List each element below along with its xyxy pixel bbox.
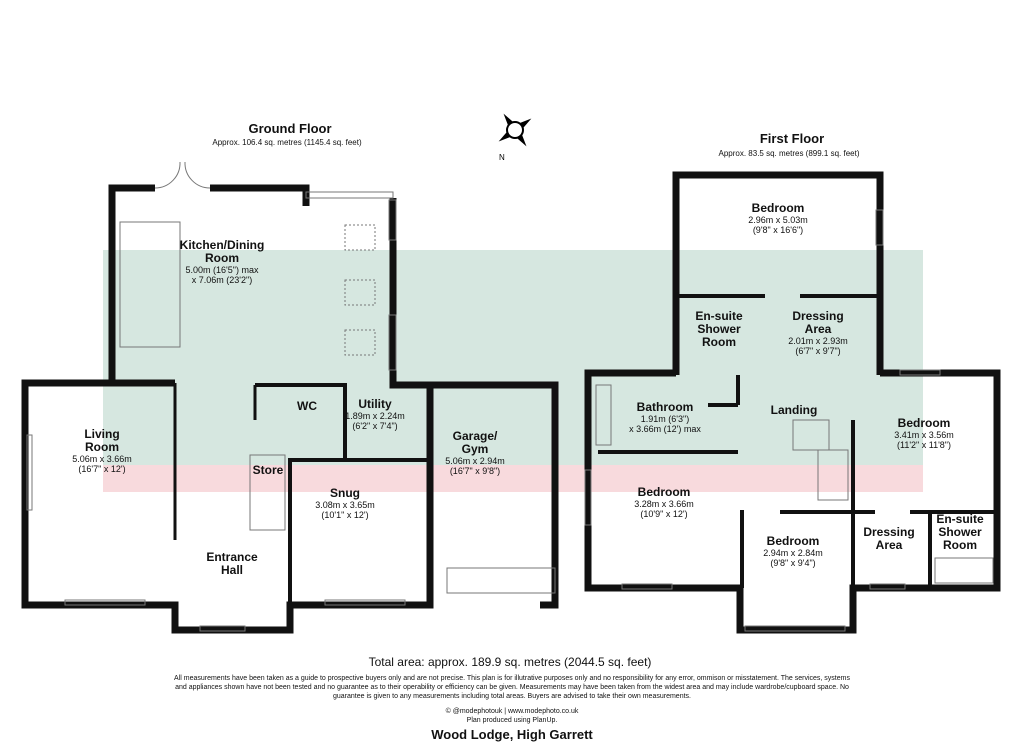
room-bedroom-small: Bedroom 2.94m x 2.84m (9'8" x 9'4") [763, 534, 823, 569]
room-bathroom: Bathroom 1.91m (6'3") x 3.66m (12') max [629, 400, 701, 435]
room-dims: x 3.66m (12') max [629, 424, 701, 434]
room-dims: 5.06m x 2.94m [445, 456, 505, 466]
room-entrance-hall: Entrance Hall [206, 550, 258, 577]
room-dims: 3.08m x 3.65m [315, 500, 375, 510]
room-dims: (16'7" x 9'8") [449, 466, 501, 476]
room-ensuite-2: En-suite Shower Room [936, 512, 984, 552]
room-dims: 2.01m x 2.93m [788, 336, 848, 346]
room-name: Utility [358, 397, 392, 411]
compass-icon: N [498, 113, 532, 162]
room-bedroom-master: Bedroom 2.96m x 5.03m (9'8" x 16'6") [748, 201, 808, 236]
room-living: Living Room 5.06m x 3.66m (16'7" x 12') [72, 427, 132, 475]
room-dims: 1.91m (6'3") [640, 414, 690, 424]
room-dims: (16'7" x 12') [78, 464, 126, 474]
room-name: Living Room [84, 427, 120, 454]
room-dims: (10'1" x 12') [321, 510, 369, 520]
ground-floor-fixtures [26, 161, 556, 632]
first-floor-walls [584, 171, 1001, 634]
room-wc: WC [297, 399, 317, 413]
disclaimer: All measurements have been taken as a gu… [174, 675, 850, 700]
room-dims: 3.41m x 3.56m [894, 430, 954, 440]
property-address: Wood Lodge, High Garrett [431, 727, 593, 742]
credit-line: © @modephotouk | www.modephoto.co.uk [445, 708, 579, 715]
room-ensuite-1: En-suite Shower Room [695, 309, 743, 349]
room-dims: 2.96m x 5.03m [748, 215, 808, 225]
room-kitchen-dining: Kitchen/Dining Room 5.00m (16'5") max x … [175, 238, 270, 286]
room-dims: (9'8" x 16'6") [752, 225, 804, 235]
room-dims: 2.94m x 2.84m [763, 548, 823, 558]
room-name: Bedroom [751, 201, 805, 215]
room-dims: (6'2" x 7'4") [352, 421, 398, 431]
room-dims: (11'2" x 11'8") [896, 440, 952, 450]
first-floor-area: Approx. 83.5 sq. metres (899.1 sq. feet) [718, 149, 860, 158]
room-dims: (9'8" x 9'4") [770, 558, 816, 568]
room-name: Bedroom [637, 485, 691, 499]
room-name: Garage/ Gym [452, 429, 498, 456]
total-area: Total area: approx. 189.9 sq. metres (20… [368, 655, 652, 669]
room-dims: (10'9" x 12') [640, 509, 688, 519]
room-dims: 5.00m (16'5") max [185, 265, 259, 275]
room-dims: 3.28m x 3.66m [634, 499, 694, 509]
room-dims: 5.06m x 3.66m [72, 454, 132, 464]
room-name: Dressing Area [792, 309, 844, 336]
compass-north-label: N [499, 153, 505, 162]
room-store: Store [252, 463, 284, 477]
room-dims: 1.89m x 2.24m [345, 411, 405, 421]
ground-floor-title: Ground Floor [248, 121, 332, 136]
room-bedroom-left: Bedroom 3.28m x 3.66m (10'9" x 12') [634, 485, 694, 520]
room-dressing-area-2: Dressing Area [863, 525, 915, 552]
room-name: Snug [330, 486, 360, 500]
room-name: Bathroom [636, 400, 694, 414]
ground-floor-area: Approx. 106.4 sq. metres (1145.4 sq. fee… [212, 138, 362, 147]
room-dressing-area-1: Dressing Area 2.01m x 2.93m (6'7" x 9'7"… [783, 309, 853, 357]
watermark-band-pink [103, 465, 923, 492]
room-bedroom-right: Bedroom 3.41m x 3.56m (11'2" x 11'8") [894, 416, 954, 451]
room-dims: x 7.06m (23'2") [191, 275, 253, 285]
plan-produced-line: Plan produced using PlanUp. [466, 717, 558, 724]
room-name: Bedroom [897, 416, 951, 430]
room-snug: Snug 3.08m x 3.65m (10'1" x 12') [315, 486, 375, 521]
room-name: Bedroom [766, 534, 820, 548]
first-floor-title: First Floor [759, 131, 825, 146]
room-name: Kitchen/Dining Room [179, 238, 265, 265]
room-dims: (6'7" x 9'7") [795, 346, 841, 356]
room-utility: Utility 1.89m x 2.24m (6'2" x 7'4") [345, 397, 405, 432]
watermark-band-green [103, 250, 923, 465]
room-garage-gym: Garage/ Gym 5.06m x 2.94m (16'7" x 9'8") [440, 429, 510, 477]
room-landing: Landing [770, 403, 818, 417]
first-floor-fixtures [584, 209, 994, 632]
